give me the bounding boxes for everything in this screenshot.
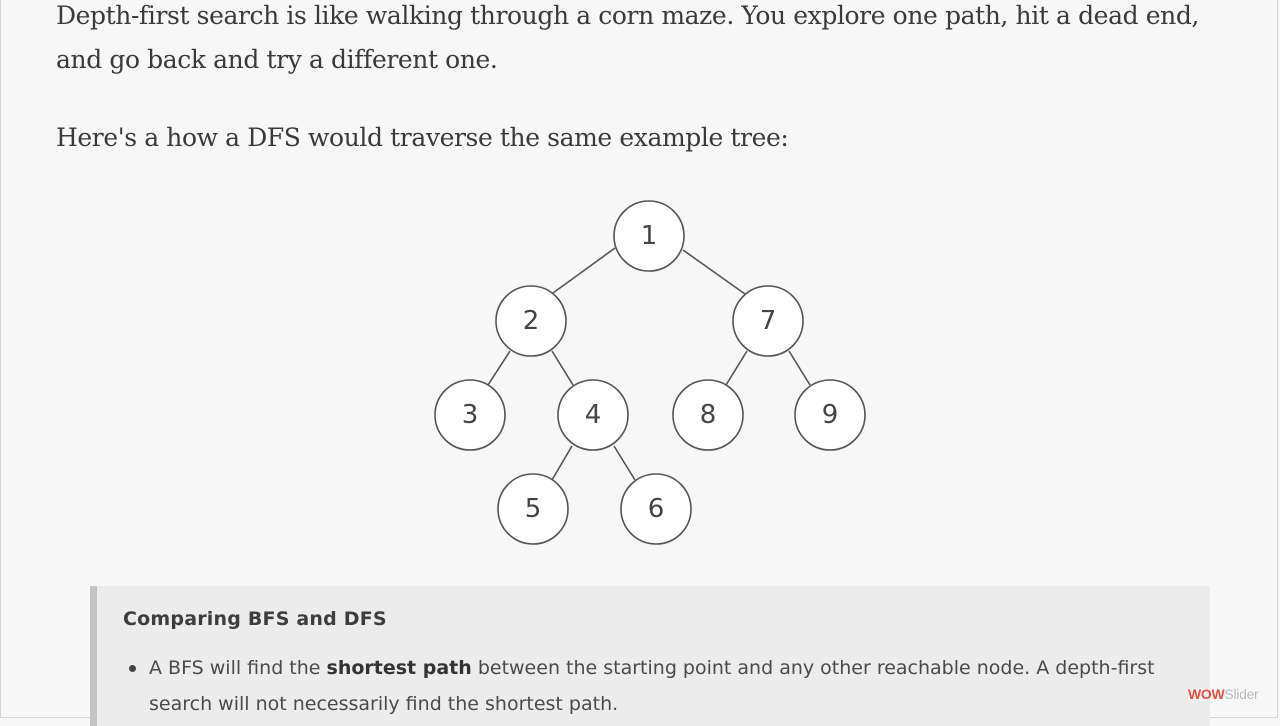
list-item-emphasis: shortest path (326, 657, 472, 679)
tree-node-label: 4 (585, 400, 602, 430)
tree-node-label: 3 (462, 400, 479, 430)
dfs-intro-paragraph: Depth-first search is like walking throu… (56, 1, 1199, 74)
tree-node: 1 (613, 200, 685, 272)
tree-edge (682, 249, 746, 295)
list-item-text-start: A BFS will find the (149, 657, 327, 679)
comparison-callout: Comparing BFS and DFS A BFS will find th… (90, 586, 1210, 726)
tree-node: 5 (497, 473, 569, 545)
tree-edge (552, 247, 616, 294)
tree-node: 8 (672, 379, 744, 451)
tree-node-label: 5 (525, 494, 542, 524)
tree-node-label: 7 (760, 306, 777, 336)
tree-node-label: 1 (641, 221, 658, 251)
tree-node: 4 (557, 379, 629, 451)
tree-edge (487, 350, 511, 386)
tree-node-label: 8 (700, 400, 717, 430)
tree-edge (551, 445, 573, 481)
tree-edge (551, 350, 574, 386)
tree-node: 3 (434, 379, 506, 451)
callout-title: Comparing BFS and DFS (123, 608, 387, 630)
tree-node-label: 2 (523, 306, 540, 336)
tree-edge (788, 350, 811, 386)
example-intro-paragraph: Here's a how a DFS would traverse the sa… (56, 123, 789, 152)
bullet-icon (129, 665, 136, 672)
wowslider-watermark[interactable]: WOWSlider (1188, 686, 1259, 702)
callout-list: A BFS will find the shortest path betwee… (119, 650, 1189, 722)
list-item: A BFS will find the shortest path betwee… (119, 650, 1189, 722)
tree-node: 6 (620, 473, 692, 545)
tree-node-label: 9 (822, 400, 839, 430)
tree-edge (613, 445, 636, 481)
tree-node: 7 (732, 285, 804, 357)
tree-edge (725, 350, 748, 386)
tree-node-label: 6 (648, 494, 665, 524)
watermark-suffix: Slider (1224, 686, 1259, 702)
watermark-brand: WOW (1188, 686, 1225, 702)
list-item-text-end: between the starting point and any other… (149, 657, 1155, 715)
tree-node: 9 (794, 379, 866, 451)
tree-node: 2 (495, 285, 567, 357)
